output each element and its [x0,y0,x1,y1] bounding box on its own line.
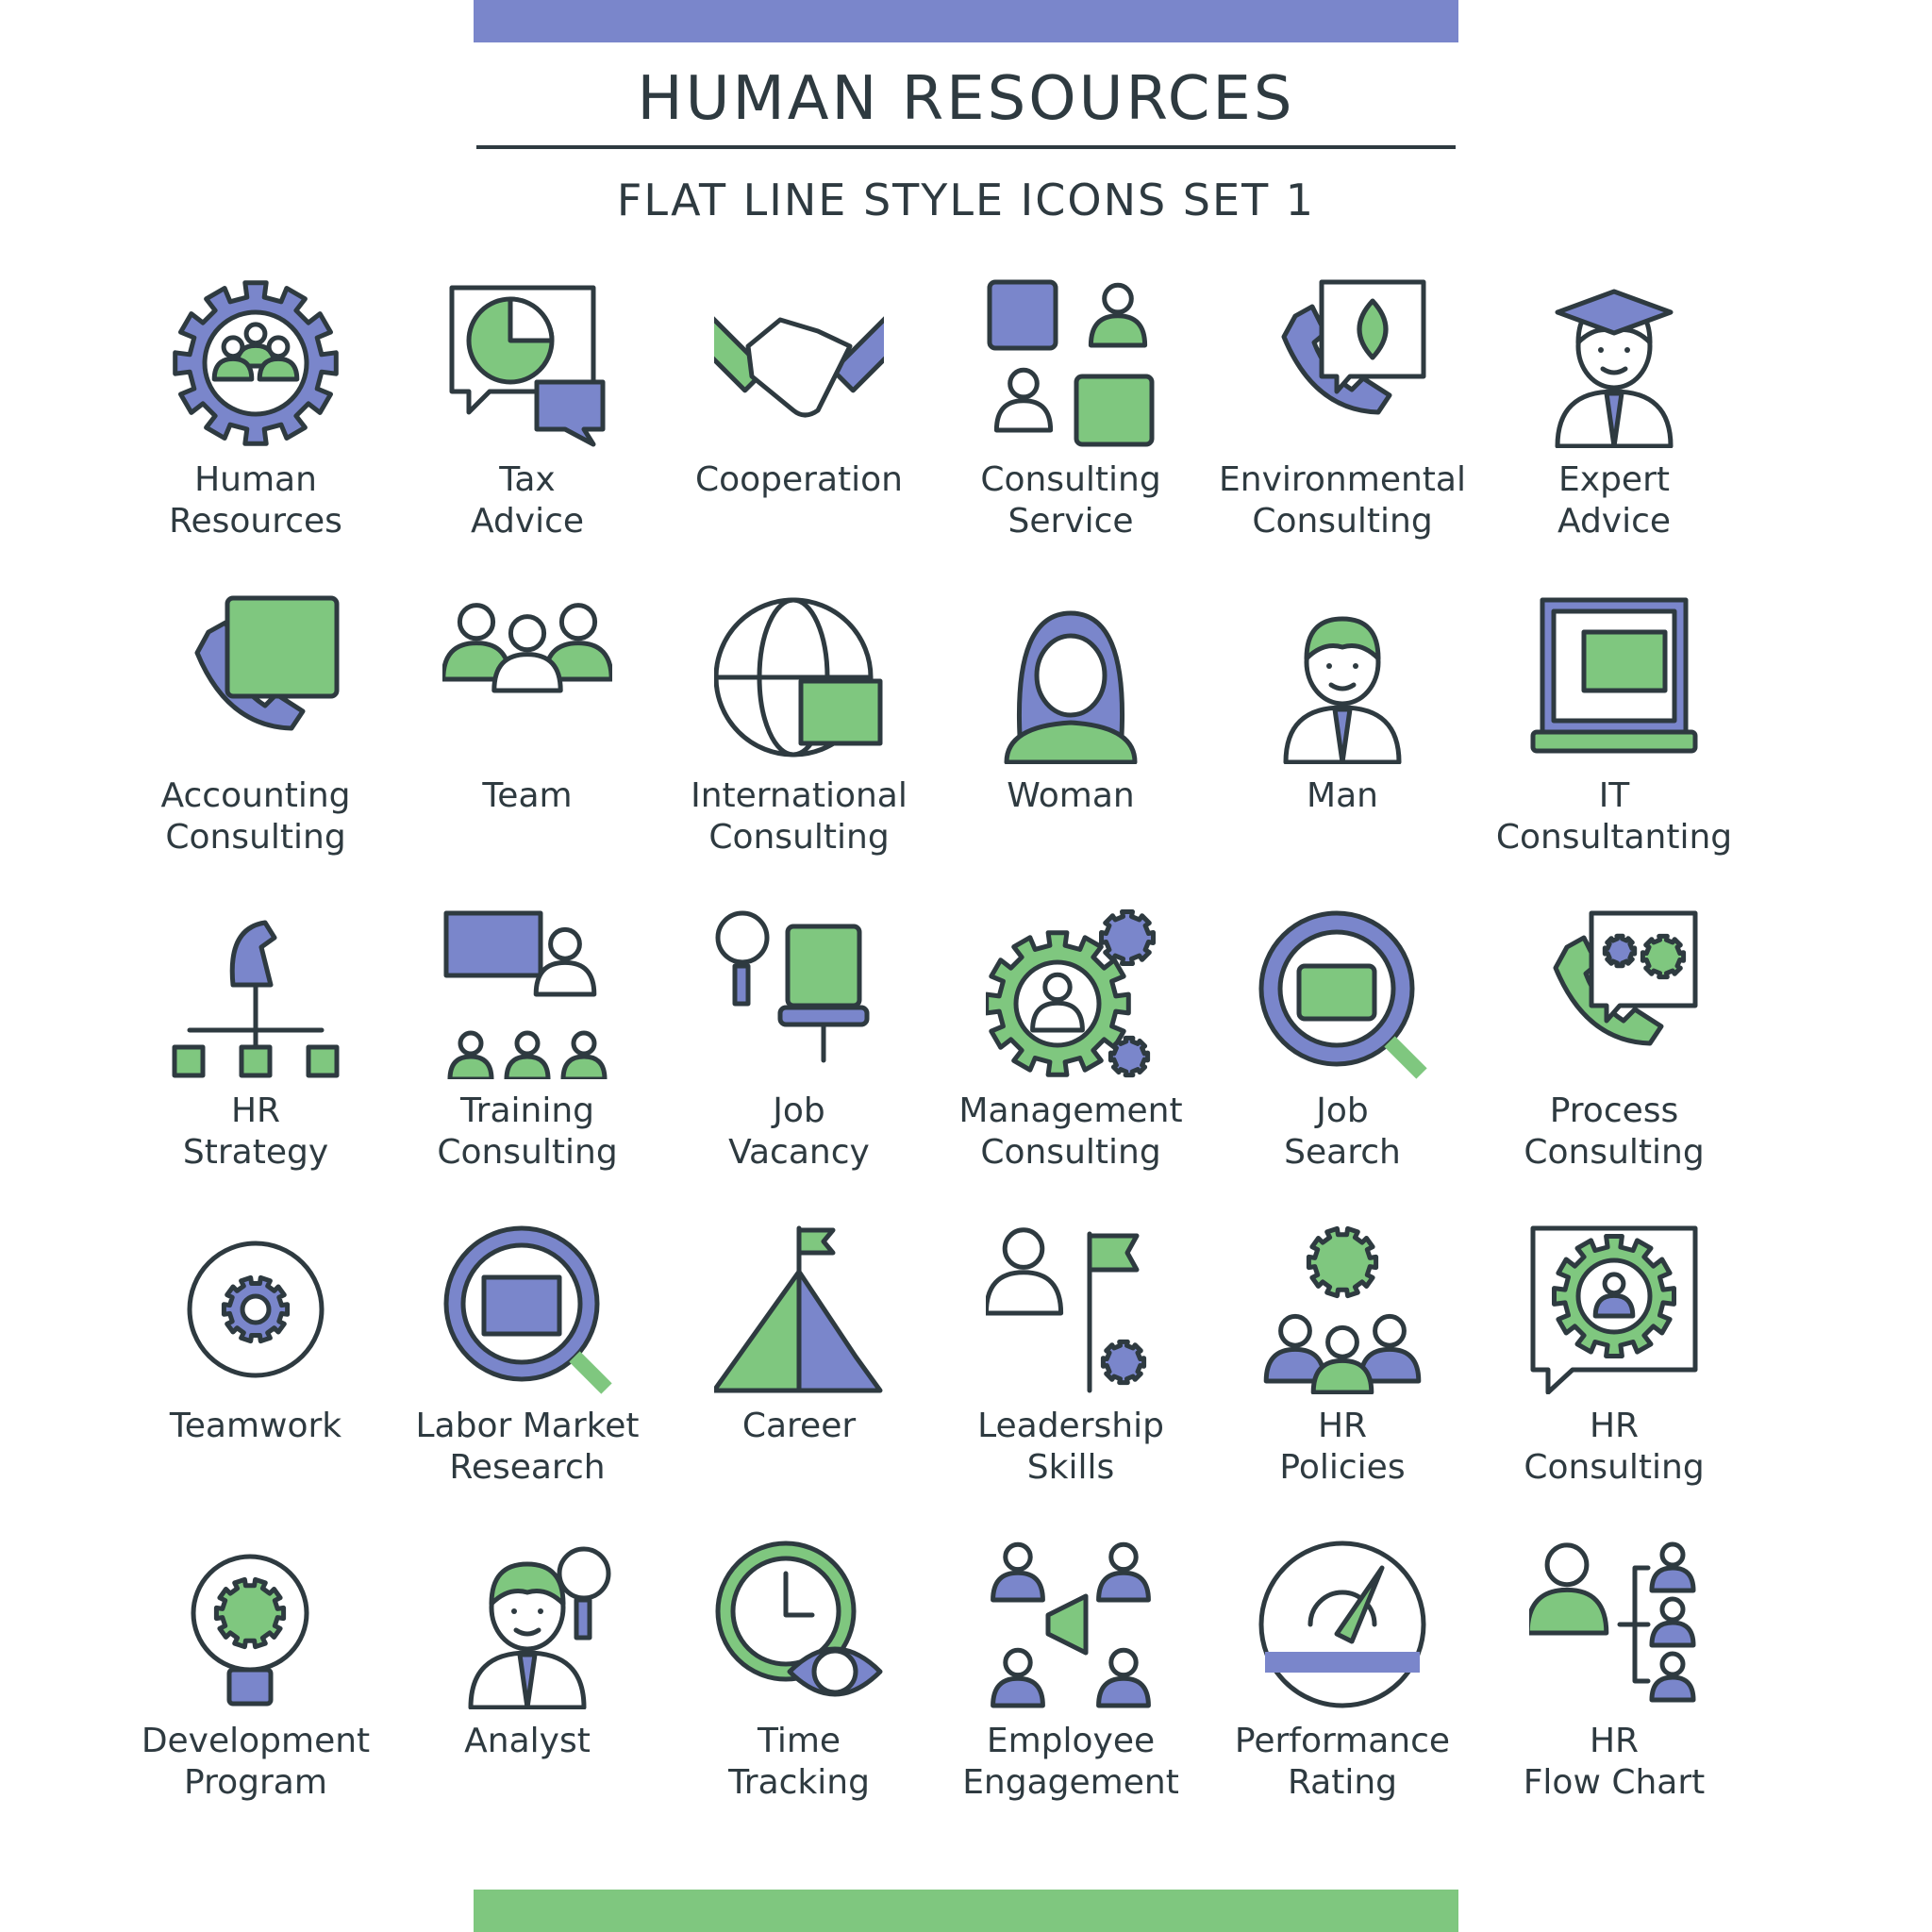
consulting-people-icon [987,279,1155,447]
page-subtitle: FLAT LINE STYLE ICONS SET 1 [616,175,1316,225]
icon-label: Man [1307,776,1378,815]
team-icon [442,603,612,693]
briefcase-magnifier-icon [1258,910,1427,1079]
flow-chart-icon [1529,1541,1696,1703]
icon-tile: Teamwork [120,1224,391,1536]
chess-knight-icon [172,920,340,1078]
handshake-icon [714,314,884,418]
megaphone-people-icon [991,1541,1151,1708]
phone-gears-icon [1553,910,1698,1046]
group-gear-icon [1263,1225,1422,1394]
title-divider [476,145,1456,149]
chat-gear-icon [1530,1225,1698,1394]
gear-people-icon [173,280,339,446]
gauge-stars-icon [1258,1541,1426,1708]
man-icon [1283,616,1402,764]
phone-leaf-icon [1281,279,1426,415]
bottom-accent-bar [474,1890,1458,1932]
icon-tile: Woman [935,594,1207,906]
woman-icon [1004,610,1138,764]
icon-tile: Man [1207,594,1478,906]
laptop-chat-icon [1530,597,1698,754]
top-accent-bar [474,0,1458,42]
tax-chat-icon [449,285,606,447]
clock-eye-icon [715,1541,883,1697]
globe-chat-icon [714,597,883,758]
icon-tile: Career [663,1224,935,1536]
icon-tile: Team [391,594,663,906]
mountain-flag-icon [714,1225,883,1393]
icon-label: Analyst [464,1722,591,1760]
training-board-icon [443,910,608,1079]
office-chair-icon [715,910,870,1063]
gears-person-icon [986,909,1156,1078]
bulb-gear-icon [191,1554,309,1707]
analyst-icon [468,1546,611,1709]
graduate-icon [1555,289,1674,448]
leader-flag-icon [986,1227,1147,1393]
hands-gear-icon [187,1241,325,1378]
icon-tile: Cooperation [663,278,935,590]
icon-label: Cooperation [694,460,903,499]
icon-label: Career [741,1407,857,1445]
store-magnifier-icon [443,1225,612,1394]
icon-label: Teamwork [169,1407,342,1445]
page-title: HUMAN RESOURCES [637,64,1295,134]
icon-tile: Analyst [391,1540,663,1851]
icon-label: Team [482,776,573,815]
phone-calculator-icon [194,595,340,731]
icon-label: Woman [1007,776,1135,815]
